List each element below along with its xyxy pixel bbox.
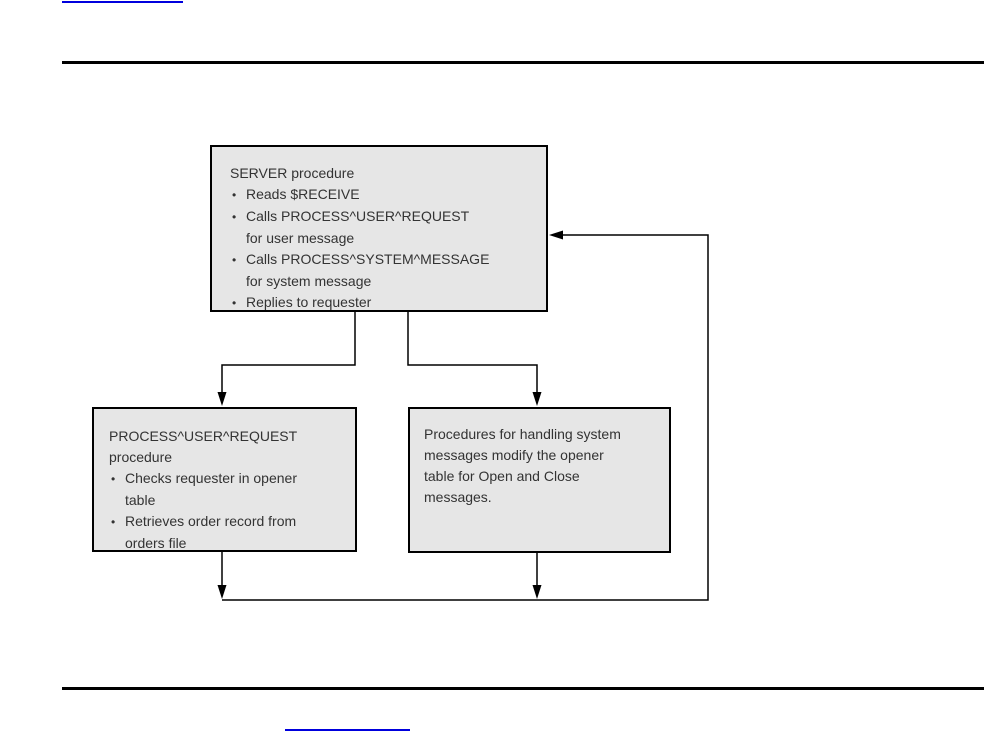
top-link-underline[interactable] xyxy=(62,1,183,3)
user-continuation-line: orders file xyxy=(125,535,187,551)
arrowhead-system-box-bottom xyxy=(532,585,542,599)
server-bullet-line: •Replies to requester xyxy=(230,292,546,314)
process-user-request-box: PROCESS^USER^REQUEST procedure •Checks r… xyxy=(92,407,357,552)
system-box-text-line: messages modify the opener xyxy=(424,447,604,463)
server-continuation-line: for user message xyxy=(246,230,355,246)
bullet-icon: • xyxy=(232,296,237,310)
connector-server-to-user-box xyxy=(221,312,356,393)
bullet-icon: • xyxy=(111,472,116,486)
bottom-horizontal-rule xyxy=(62,687,984,690)
user-continuation-line: table xyxy=(125,492,156,508)
arrowhead-user-box-bottom xyxy=(217,585,227,599)
arrowhead-into-system-box xyxy=(532,392,542,406)
user-box-title-line2: procedure xyxy=(109,449,173,465)
bullet-icon: • xyxy=(232,210,237,224)
system-messages-box: Procedures for handling system messages … xyxy=(408,407,671,553)
arrowhead-into-server-box xyxy=(549,230,563,240)
arrowhead-into-user-box xyxy=(217,392,227,406)
user-bullet-line: •Checks requester in opener xyxy=(109,468,355,490)
bullet-icon: • xyxy=(232,253,237,267)
server-box-title: SERVER procedure xyxy=(230,165,355,181)
bottom-link-underline[interactable] xyxy=(285,729,410,731)
system-box-text-line: table for Open and Close xyxy=(424,468,580,484)
bullet-icon: • xyxy=(111,515,116,529)
server-continuation-line: for system message xyxy=(246,273,372,289)
user-bullet-line: •Retrieves order record from xyxy=(109,511,355,533)
server-bullet-line: •Calls PROCESS^USER^REQUEST xyxy=(230,206,546,228)
connector-server-to-system-box xyxy=(407,312,538,393)
system-box-text-line: Procedures for handling system xyxy=(424,426,621,442)
bullet-icon: • xyxy=(232,188,237,202)
top-horizontal-rule xyxy=(62,61,984,64)
server-bullet-line: •Reads $RECEIVE xyxy=(230,184,546,206)
system-box-text-line: messages. xyxy=(424,489,492,505)
user-box-title: PROCESS^USER^REQUEST xyxy=(109,428,298,444)
server-bullet-line: •Calls PROCESS^SYSTEM^MESSAGE xyxy=(230,249,546,271)
server-procedure-box: SERVER procedure •Reads $RECEIVE •Calls … xyxy=(210,145,548,312)
